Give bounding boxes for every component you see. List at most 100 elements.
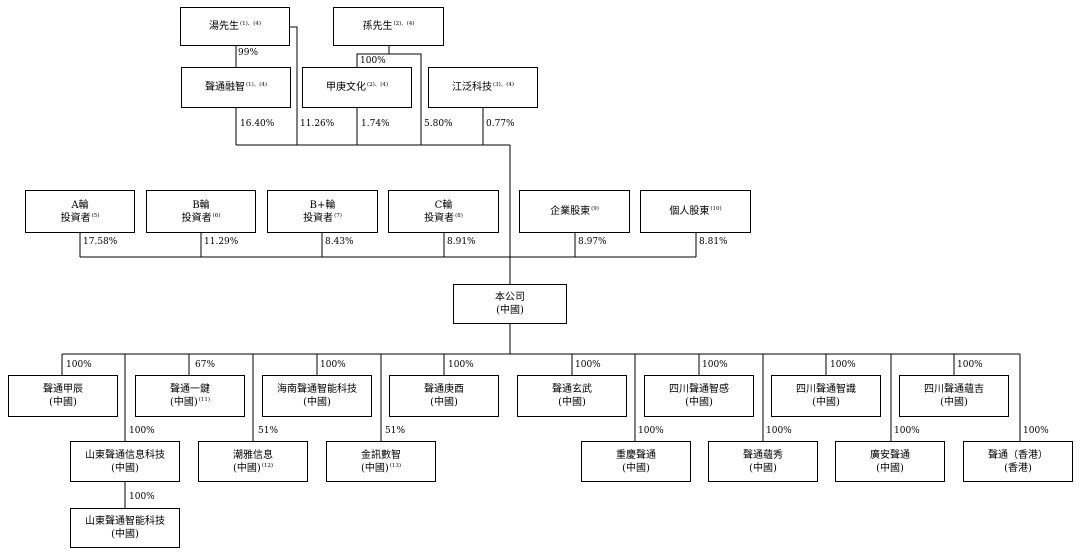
subsidiary-jiachen: 聲通甲辰 (中國) — [8, 375, 118, 417]
subsidiary-chongqing-name: 重慶聲通 — [616, 449, 656, 461]
entity-jiageng-wenhua: 甲庚文化(2)、(4) — [302, 67, 412, 108]
entity-shengtong-rongzhi-note: (1)、(4) — [245, 82, 268, 88]
holder-sun-note: (2)、(4) — [393, 21, 415, 27]
investor-corporate: 企業股東(9) — [519, 190, 630, 233]
subsidiary-yijian: 聲通一鍵 (中國)(11) — [135, 375, 245, 417]
subsidiary-yijian-region: (中國) — [169, 397, 198, 408]
pct-jiachen: 100% — [66, 360, 92, 370]
subsidiary-sc-zhishi-name: 四川聲通智識 — [796, 384, 856, 395]
subsidiary-hainan-name: 海南聲通智能科技 — [277, 384, 357, 395]
company-box: 本公司 (中國) — [453, 284, 567, 324]
subsidiary-chaoya-region: (中國) — [232, 462, 261, 474]
entity-jiangfan-keji-name: 江泛科技 — [451, 82, 492, 93]
pct-sc-yunji: 100% — [957, 360, 983, 370]
investor-round-a-line1: A輪 — [71, 199, 89, 211]
investor-round-bplus-line1: B+輪 — [309, 199, 336, 211]
pct-guangan: 100% — [894, 426, 920, 436]
holder-tang-name: 湯先生 — [208, 21, 239, 32]
investor-round-c-line2: 投資者 — [424, 212, 455, 224]
pct-hk: 100% — [1023, 426, 1049, 436]
subsidiary-xuanwu-region: (中國) — [558, 397, 586, 408]
investor-round-b: B輪 投資者(6) — [146, 190, 256, 233]
pct-hainan: 100% — [320, 360, 346, 370]
subsidiary-shandong-info-name: 山東聲通信息科技 — [85, 449, 165, 461]
pct-yunxiu: 100% — [766, 426, 792, 436]
pct-round-c: 8.91% — [447, 237, 476, 247]
subsidiary-yunxiu: 聲通蘊秀 (中國) — [708, 441, 818, 482]
investor-corporate-note: (9) — [591, 206, 599, 212]
subsidiary-hk-region: (香港) — [1004, 462, 1032, 474]
subsidiary-shandong-ai: 山東聲通智能科技 (中國) — [70, 508, 180, 548]
holder-tang: 湯先生(1)、(4) — [180, 7, 290, 46]
pct-shandong-info: 100% — [129, 426, 155, 436]
subsidiary-jiachen-region: (中國) — [49, 397, 77, 408]
subsidiary-xuanwu-name: 聲通玄武 — [552, 384, 592, 395]
pct-sun-to-jiageng: 100% — [360, 56, 386, 66]
holder-sun-name: 孫先生 — [362, 21, 393, 32]
pct-round-b: 11.29% — [204, 237, 239, 247]
subsidiary-chongqing-region: (中國) — [622, 462, 650, 474]
investor-round-c: C輪 投資者(8) — [388, 190, 499, 233]
pct-round-a: 17.58% — [83, 237, 118, 247]
investor-round-b-line1: B輪 — [192, 199, 210, 211]
subsidiary-shandong-ai-region: (中國) — [111, 529, 139, 540]
pct-gengxi: 100% — [448, 360, 474, 370]
pct-shandong-ai: 100% — [129, 492, 155, 502]
pct-jiageng: 1.74% — [361, 119, 390, 129]
subsidiary-sc-yunji-region: (中國) — [940, 397, 968, 408]
subsidiary-chongqing: 重慶聲通 (中國) — [581, 441, 691, 482]
entity-jiageng-wenhua-name: 甲庚文化 — [325, 82, 366, 93]
investor-round-a: A輪 投資者(5) — [25, 190, 135, 233]
subsidiary-jinxun-region: (中國) — [360, 462, 389, 474]
pct-xuanwu: 100% — [575, 360, 601, 370]
investor-round-c-line1: C輪 — [434, 199, 453, 211]
subsidiary-jinxun-name: 金訊數智 — [361, 449, 401, 461]
entity-jiageng-wenhua-note: (2)、(4) — [366, 82, 389, 88]
entity-shengtong-rongzhi: 聲通融智(1)、(4) — [181, 67, 291, 108]
subsidiary-yijian-note: (11) — [198, 397, 211, 403]
investor-round-a-note: (5) — [91, 212, 100, 219]
subsidiary-hainan-region: (中國) — [303, 397, 331, 408]
subsidiary-hk: 聲通（香港） (香港) — [963, 441, 1073, 482]
company-name: 本公司 — [495, 292, 525, 303]
pct-tang-direct: 11.26% — [300, 119, 335, 129]
investor-round-bplus: B+輪 投資者(7) — [267, 190, 378, 233]
pct-chongqing: 100% — [638, 426, 664, 436]
pct-yijian: 67% — [195, 360, 216, 370]
subsidiary-guangan-name: 廣安聲通 — [870, 449, 910, 461]
entity-shengtong-rongzhi-name: 聲通融智 — [204, 82, 245, 93]
subsidiary-jiachen-name: 聲通甲辰 — [43, 384, 83, 395]
subsidiary-yunxiu-name: 聲通蘊秀 — [743, 449, 783, 461]
subsidiary-yunxiu-region: (中國) — [749, 462, 777, 474]
subsidiary-sc-zhigan-name: 四川聲通智感 — [669, 384, 729, 395]
subsidiary-sc-yunji: 四川聲通蘊吉 (中國) — [899, 375, 1009, 417]
subsidiary-guangan: 廣安聲通 (中國) — [835, 441, 945, 482]
pct-round-bplus: 8.43% — [325, 237, 354, 247]
subsidiary-guangan-region: (中國) — [876, 462, 904, 474]
holder-sun: 孫先生(2)、(4) — [333, 7, 444, 46]
investor-round-bplus-line2: 投資者 — [303, 212, 334, 224]
subsidiary-xuanwu: 聲通玄武 (中國) — [517, 375, 627, 417]
subsidiary-jinxun-note: (13) — [389, 462, 402, 469]
pct-corporate: 8.97% — [578, 237, 607, 247]
subsidiary-sc-zhishi-region: (中國) — [812, 397, 840, 408]
subsidiary-chaoya-name: 潮雅信息 — [233, 449, 273, 461]
subsidiary-sc-zhigan: 四川聲通智感 (中國) — [644, 375, 754, 417]
pct-sun-direct: 5.80% — [424, 119, 453, 129]
investor-round-b-note: (6) — [212, 212, 221, 219]
subsidiary-sc-zhigan-region: (中國) — [685, 397, 713, 408]
entity-jiangfan-keji: 江泛科技(3)、(4) — [428, 67, 538, 108]
investor-individual-name: 個人股東 — [669, 206, 710, 217]
subsidiary-chaoya-note: (12) — [261, 462, 274, 469]
pct-sc-zhishi: 100% — [830, 360, 856, 370]
pct-chaoya: 51% — [258, 426, 279, 436]
pct-rongzhi: 16.40% — [240, 119, 275, 129]
holder-tang-note: (1)、(4) — [239, 21, 262, 27]
pct-jinxun: 51% — [385, 426, 406, 436]
subsidiary-gengxi-region: (中國) — [430, 397, 458, 408]
investor-round-a-line2: 投資者 — [60, 212, 91, 224]
subsidiary-yijian-name: 聲通一鍵 — [170, 384, 210, 395]
investor-round-c-note: (8) — [455, 212, 463, 219]
subsidiary-shandong-info: 山東聲通信息科技 (中國) — [70, 441, 180, 482]
